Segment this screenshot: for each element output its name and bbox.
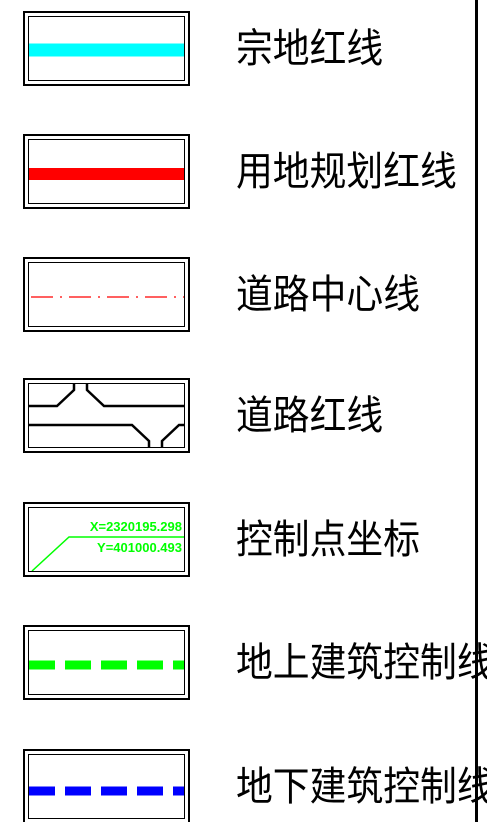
road-centerline-swatch xyxy=(23,257,190,332)
legend-label: 用地规划红线 xyxy=(236,149,457,195)
parcel-red-line-swatch xyxy=(23,11,190,86)
legend-row-control-point-coordinates: X=2320195.298 Y=401000.493 控制点坐标 xyxy=(0,502,475,582)
above-ground-control-line-swatch xyxy=(23,625,190,700)
legend-row-land-planning-red-line: 用地规划红线 xyxy=(0,134,475,214)
underground-control-line-swatch xyxy=(23,749,190,822)
legend-label: 道路红线 xyxy=(236,393,384,439)
legend-row-road-red-line: 道路红线 xyxy=(0,378,475,458)
legend-label: 控制点坐标 xyxy=(236,517,420,563)
legend-row-above-ground-control-line: 地上建筑控制线 xyxy=(0,625,487,705)
legend-label: 道路中心线 xyxy=(236,272,420,318)
land-planning-red-line-swatch xyxy=(23,134,190,209)
y-coordinate-text: Y=401000.493 xyxy=(97,540,182,555)
legend-label: 地上建筑控制线 xyxy=(236,640,487,686)
legend-row-road-centerline: 道路中心线 xyxy=(0,257,475,337)
legend-label: 宗地红线 xyxy=(236,26,384,72)
road-red-line-swatch xyxy=(23,378,190,453)
page-border-right xyxy=(475,0,478,822)
coordinate-leader-line xyxy=(31,536,184,571)
x-coordinate-text: X=2320195.298 xyxy=(90,519,182,534)
control-point-swatch: X=2320195.298 Y=401000.493 xyxy=(23,502,190,577)
road-outline-icon xyxy=(29,384,184,447)
legend-row-parcel-red-line: 宗地红线 xyxy=(0,11,475,91)
legend-row-underground-control-line: 地下建筑控制线 xyxy=(0,749,487,822)
legend-label: 地下建筑控制线 xyxy=(236,764,487,810)
